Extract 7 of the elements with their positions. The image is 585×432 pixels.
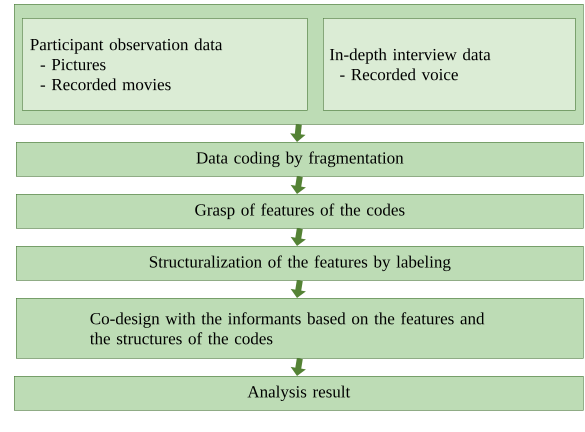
- process-box: Co-design with the informants based on the features and the structures of the codes: [16, 298, 584, 359]
- source-box: In-depth interview data - Recorded voice: [323, 18, 576, 111]
- result-box: Analysis result: [14, 376, 584, 411]
- process-box: Data coding by fragmentation: [16, 142, 584, 177]
- process-box: Grasp of features of the codes: [16, 194, 584, 229]
- source-box: Participant observation data - Pictures - Recorded movies: [22, 18, 308, 111]
- process-box: Structuralization of the features by labeling: [16, 246, 584, 281]
